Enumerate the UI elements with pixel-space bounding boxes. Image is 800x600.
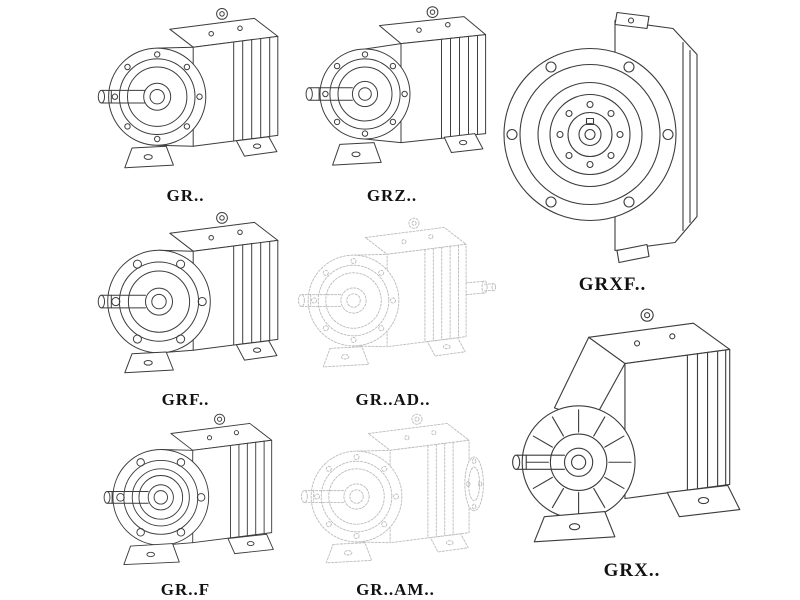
gearbox-label-grz: GRZ.. xyxy=(366,186,418,205)
gearbox-cell-grxf: GRXF.. xyxy=(495,2,730,296)
gearbox-cell-grx: GRX.. xyxy=(492,300,772,582)
gearbox-label-grx: GRX.. xyxy=(603,560,661,581)
gearbox-cell-gr-f: GR..F xyxy=(78,410,293,600)
gearbox-label-gr-ad: GR..AD.. xyxy=(355,390,431,409)
gearbox-drawing-gr-am xyxy=(300,413,484,564)
gearbox-cell-grz: GRZ.. xyxy=(292,4,492,206)
gearbox-drawing-grz xyxy=(305,6,487,166)
gearbox-drawing-gr-f xyxy=(103,413,274,566)
gearbox-drawing-gr xyxy=(97,8,278,169)
gearbox-label-gr: GR.. xyxy=(166,186,205,205)
gearbox-drawing-grx xyxy=(512,308,741,543)
gearbox-cell-gr-ad: GR..AD.. xyxy=(288,208,498,410)
gearbox-cell-gr: GR.. xyxy=(78,4,293,206)
gearbox-label-grf: GRF.. xyxy=(161,390,210,409)
gearbox-cell-grf: GRF.. xyxy=(78,208,293,410)
gearbox-drawing-grxf xyxy=(503,11,698,264)
gearbox-label-gr-f: GR..F xyxy=(160,580,211,599)
gearbox-cell-gr-am: GR..AM.. xyxy=(288,410,503,600)
gearbox-drawing-gr-ad xyxy=(298,217,496,368)
gearbox-label-grxf: GRXF.. xyxy=(578,274,647,295)
gearbox-drawing-grf xyxy=(97,212,278,374)
gearbox-label-gr-am: GR..AM.. xyxy=(356,580,435,599)
